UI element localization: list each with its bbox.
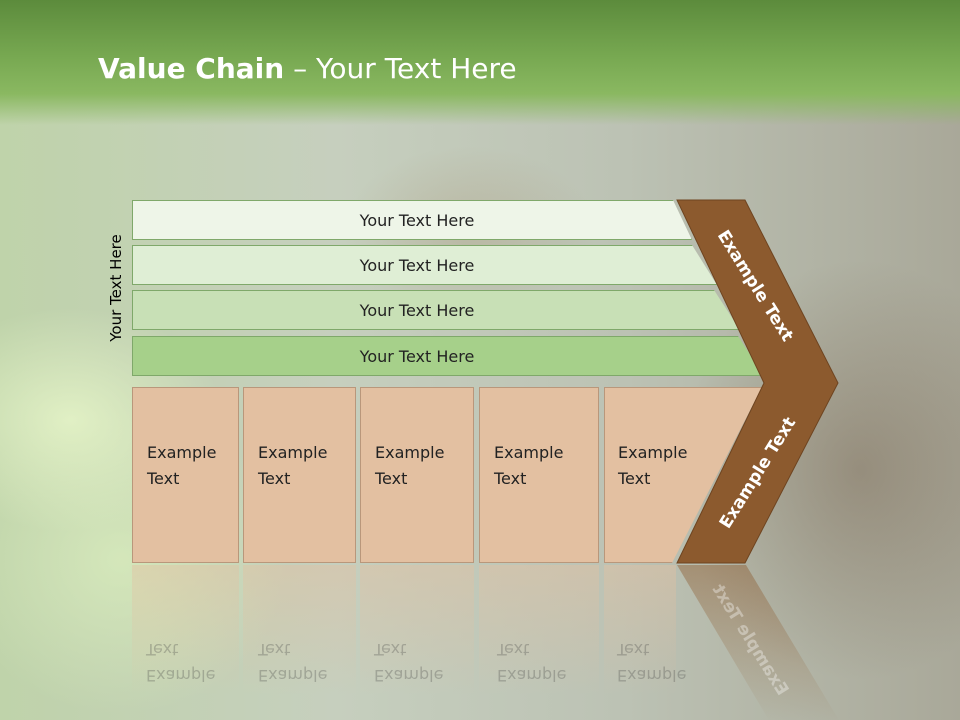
bar-2[interactable]: Your Text Here [132,245,717,285]
box-3[interactable]: Example Text [360,387,474,563]
box-1-label: Example Text [147,443,217,488]
box-5-label: Example Text [618,443,688,488]
box-4-label: Example Text [494,443,564,488]
bar-3[interactable]: Your Text Here [132,290,740,330]
box-1[interactable]: Example Text [132,387,239,563]
slide-title: Value Chain – Your Text Here [98,52,517,85]
bar-1[interactable]: Your Text Here [132,200,692,240]
box-3-label: Example Text [375,443,445,488]
bar-4-label: Your Text Here [359,346,475,366]
chevron-reflection [677,565,839,720]
bar-3-label: Your Text Here [359,300,475,320]
bar-1-label: Your Text Here [359,210,475,230]
box-2-label: Example Text [258,443,328,488]
bar-4[interactable]: Your Text Here [132,336,764,376]
bar-2-label: Your Text Here [359,255,475,275]
box-4[interactable]: Example Text [479,387,599,563]
chevron-shape [676,199,839,564]
title-rest: – Your Text Here [284,52,517,85]
box-2[interactable]: Example Text [243,387,356,563]
title-bold: Value Chain [98,52,285,85]
header-band [0,0,960,125]
